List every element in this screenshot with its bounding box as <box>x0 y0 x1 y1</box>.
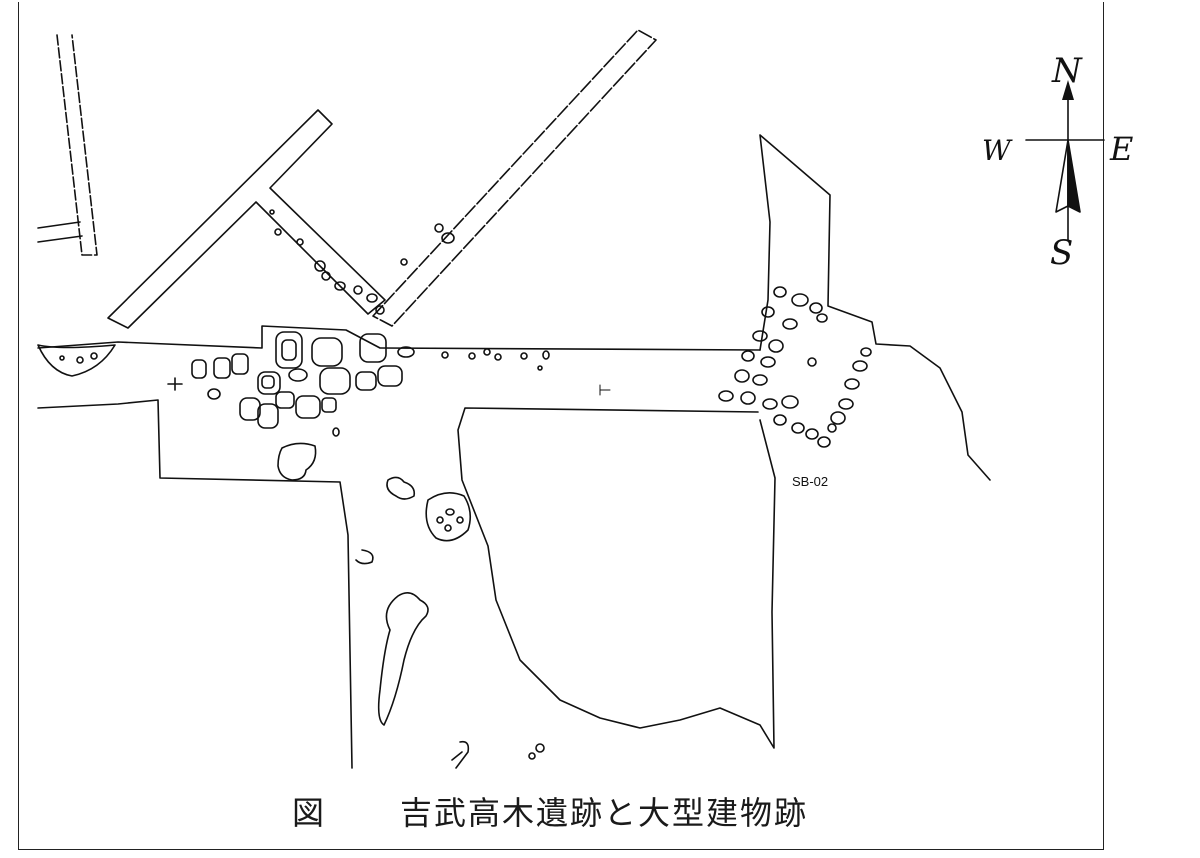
pit-round-cluster <box>425 492 472 542</box>
pit-irregular-1 <box>277 442 317 481</box>
compass-south-label: S <box>1050 233 1073 273</box>
survey-mark <box>167 377 183 391</box>
building-sb02-postholes <box>718 286 872 448</box>
building-label-sb02: SB-02 <box>792 474 828 489</box>
central-feature-cluster <box>191 331 415 429</box>
main-excavation <box>37 325 776 769</box>
figure-caption: 図 吉武高木遺跡と大型建物跡 <box>0 788 1200 838</box>
corridor-postholes <box>59 209 550 760</box>
east-trench <box>759 134 991 481</box>
figure-label: 図 <box>292 794 325 832</box>
pit-small-2 <box>451 740 470 769</box>
small-mark-2 <box>599 384 611 396</box>
north-arrow <box>1025 80 1105 241</box>
pit-elongated <box>377 592 429 726</box>
t-trench <box>107 109 386 329</box>
figure-title: 吉武高木遺跡と大型建物跡 <box>400 794 809 832</box>
compass-west-label: W <box>982 134 1013 167</box>
pit-small-1 <box>386 476 416 500</box>
diagonal-trench-long <box>372 29 657 327</box>
map-frame <box>18 2 1104 850</box>
compass-north-label: N <box>1051 51 1083 91</box>
left-pit <box>37 344 116 377</box>
pit-c-shape <box>355 549 374 565</box>
boundary-lines <box>37 34 98 256</box>
compass-east-label: E <box>1109 130 1133 168</box>
